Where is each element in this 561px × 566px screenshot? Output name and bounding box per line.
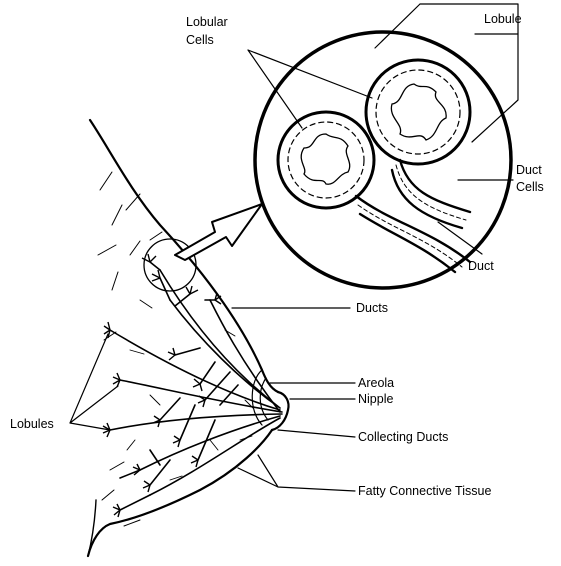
label-collecting-ducts: Collecting Ducts [358,430,448,444]
label-lobules: Lobules [10,417,54,431]
magnify-arrow [175,204,262,260]
chest-wall-texture [98,172,162,526]
label-duct: Duct [468,259,494,273]
label-areola: Areola [358,376,394,390]
label-nipple: Nipple [358,392,393,406]
label-duct-cells-2: Cells [516,180,544,194]
label-lobular-cells-1: Lobular [186,15,228,29]
label-lobular-cells-2: Cells [186,33,214,47]
label-ducts: Ducts [356,301,388,315]
magnified-lobule [255,32,511,288]
label-lobule: Lobule [484,12,522,26]
magnified-view-circle [255,32,511,288]
label-duct-cells-1: Duct [516,163,542,177]
label-fatty-connective-tissue: Fatty Connective Tissue [358,484,491,498]
